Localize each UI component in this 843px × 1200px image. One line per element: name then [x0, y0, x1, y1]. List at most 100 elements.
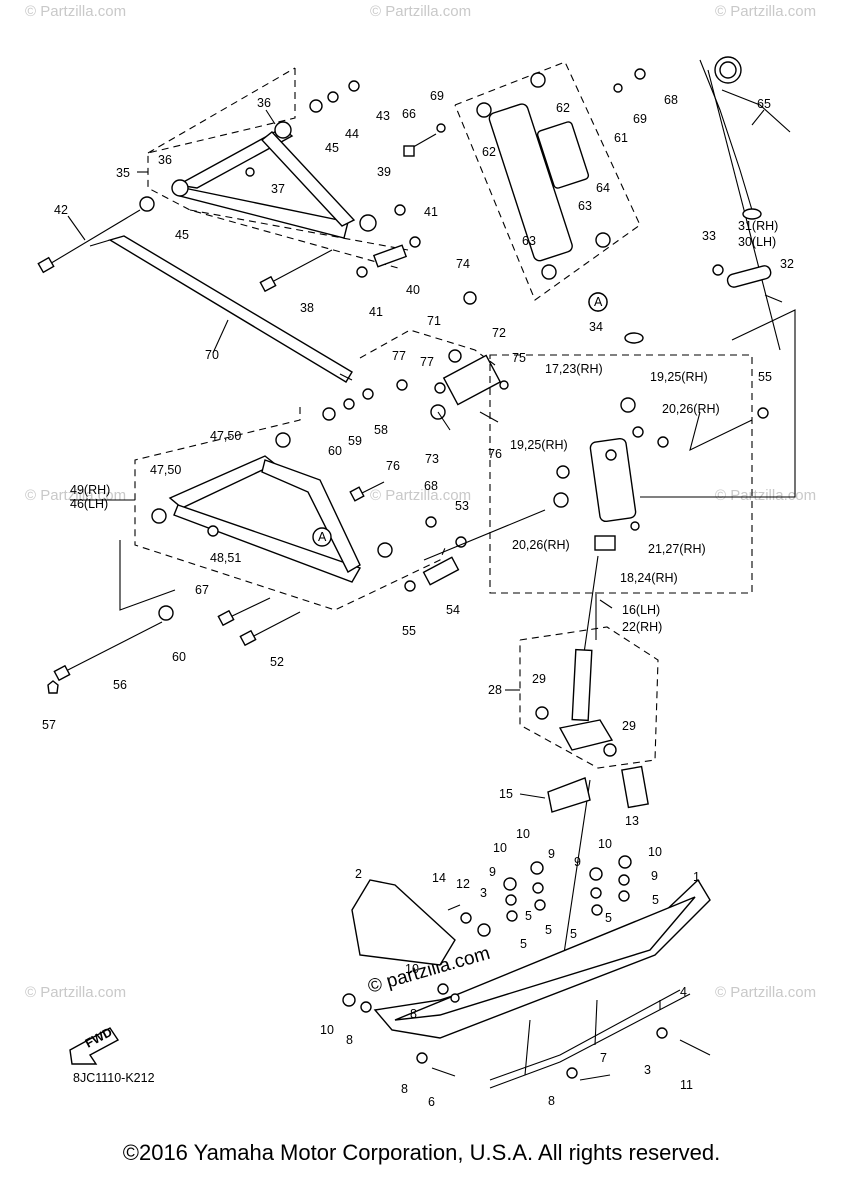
part-number: 74	[456, 257, 470, 271]
part-number: 9	[489, 865, 496, 879]
leader-lines	[67, 109, 765, 799]
part-number: 45	[175, 228, 189, 242]
part-number: 77	[392, 349, 406, 363]
part-number: 15	[499, 787, 513, 801]
part-number: 65	[757, 97, 771, 111]
part-number: 53	[455, 499, 469, 513]
part-number: 6	[428, 1095, 435, 1109]
callout-a-marker	[312, 527, 332, 547]
part-number: 68	[424, 479, 438, 493]
part-number: 49(RH)	[70, 483, 110, 497]
part-number: 47,50	[210, 429, 241, 443]
part-number: 70	[205, 348, 219, 362]
part-number: 41	[424, 205, 438, 219]
spindle-housing	[489, 332, 769, 594]
part-number: 10	[516, 827, 530, 841]
part-number: 5	[545, 923, 552, 937]
part-number: 5	[520, 937, 527, 951]
part-number: 69	[633, 112, 647, 126]
part-number: 16(LH)	[622, 603, 660, 617]
part-number: 10	[648, 845, 662, 859]
watermark-text: © Partzilla.com	[370, 3, 471, 20]
part-number: 52	[270, 655, 284, 669]
part-number: 67	[195, 583, 209, 597]
part-number: 37	[271, 182, 285, 196]
part-number: 10	[493, 841, 507, 855]
part-number: 20,26(RH)	[662, 402, 720, 416]
part-number: 76	[386, 459, 400, 473]
part-number: 38	[300, 301, 314, 315]
part-number: 76	[488, 447, 502, 461]
part-number: 20,26(RH)	[512, 538, 570, 552]
part-number: 1	[693, 870, 700, 884]
upper-arm-assembly	[37, 67, 421, 293]
part-number: 48,51	[210, 551, 241, 565]
part-number: 29	[532, 672, 546, 686]
part-number: 40	[406, 283, 420, 297]
part-number: 35	[116, 166, 130, 180]
part-number: 62	[556, 101, 570, 115]
part-number: 63	[522, 234, 536, 248]
part-number: 22(RH)	[622, 620, 662, 634]
part-number: 34	[589, 320, 603, 334]
part-number: 45	[325, 141, 339, 155]
part-number: 75	[512, 351, 526, 365]
part-number: 47,50	[150, 463, 181, 477]
part-number: 13	[625, 814, 639, 828]
part-number: 3	[480, 886, 487, 900]
watermark-layer: © Partzilla.com © Partzilla.com © Partzi…	[25, 3, 816, 1001]
part-number: 19,25(RH)	[510, 438, 568, 452]
part-number: 8	[410, 1007, 417, 1021]
part-number: 17,23(RH)	[545, 362, 603, 376]
connector-lines	[119, 309, 796, 981]
part-number: 19,25(RH)	[650, 370, 708, 384]
part-number: 42	[54, 203, 68, 217]
shock-absorber	[403, 61, 646, 312]
part-number: 2	[355, 867, 362, 881]
part-number: 28	[488, 683, 502, 697]
part-number: 8	[346, 1033, 353, 1047]
stabilizer-shaft	[89, 235, 353, 383]
callout-a-marker	[588, 292, 608, 312]
part-number: 10	[405, 962, 419, 976]
part-number: 41	[369, 305, 383, 319]
part-number: 14	[432, 871, 446, 885]
part-number: 69	[430, 89, 444, 103]
callout-a-label: A	[594, 295, 603, 309]
part-number: 18,24(RH)	[620, 571, 678, 585]
watermark-text: © Partzilla.com	[715, 3, 816, 20]
ski-spindle	[519, 626, 659, 813]
part-number: 33	[702, 229, 716, 243]
pressure-gauge-tool	[699, 56, 791, 351]
part-number: 5	[525, 909, 532, 923]
part-number: 9	[548, 847, 555, 861]
part-number: 54	[446, 603, 460, 617]
part-number: 32	[780, 257, 794, 271]
part-number: 30(LH)	[738, 235, 776, 249]
part-number: 9	[651, 869, 658, 883]
part-number: 12	[456, 877, 470, 891]
part-number: 5	[570, 927, 577, 941]
part-number: 29	[622, 719, 636, 733]
part-number: 71	[427, 314, 441, 328]
part-number: 60	[172, 650, 186, 664]
watermark-text: © Partzilla.com	[715, 984, 816, 1001]
part-number: 11	[680, 1078, 693, 1092]
copyright-notice: ©2016 Yamaha Motor Corporation, U.S.A. A…	[122, 1140, 721, 1165]
part-number: 36	[257, 96, 271, 110]
part-number: 56	[113, 678, 127, 692]
part-labels: 1 2 3 3 4 5 5 5 5 5 5 6 7 8 8 8 8 9 9 9 …	[42, 89, 794, 1109]
lower-arm-assembly	[47, 388, 467, 694]
part-number: 31(RH)	[738, 219, 778, 233]
watermark-text: © Partzilla.com	[25, 984, 126, 1001]
part-number: 73	[425, 452, 439, 466]
part-number: 36	[158, 153, 172, 167]
part-number: 62	[482, 145, 496, 159]
part-number: 10	[598, 837, 612, 851]
part-number: 55	[402, 624, 416, 638]
part-number: 72	[492, 326, 506, 340]
part-number: 58	[374, 423, 388, 437]
part-number: 7	[600, 1051, 607, 1065]
part-number: 5	[605, 911, 612, 925]
